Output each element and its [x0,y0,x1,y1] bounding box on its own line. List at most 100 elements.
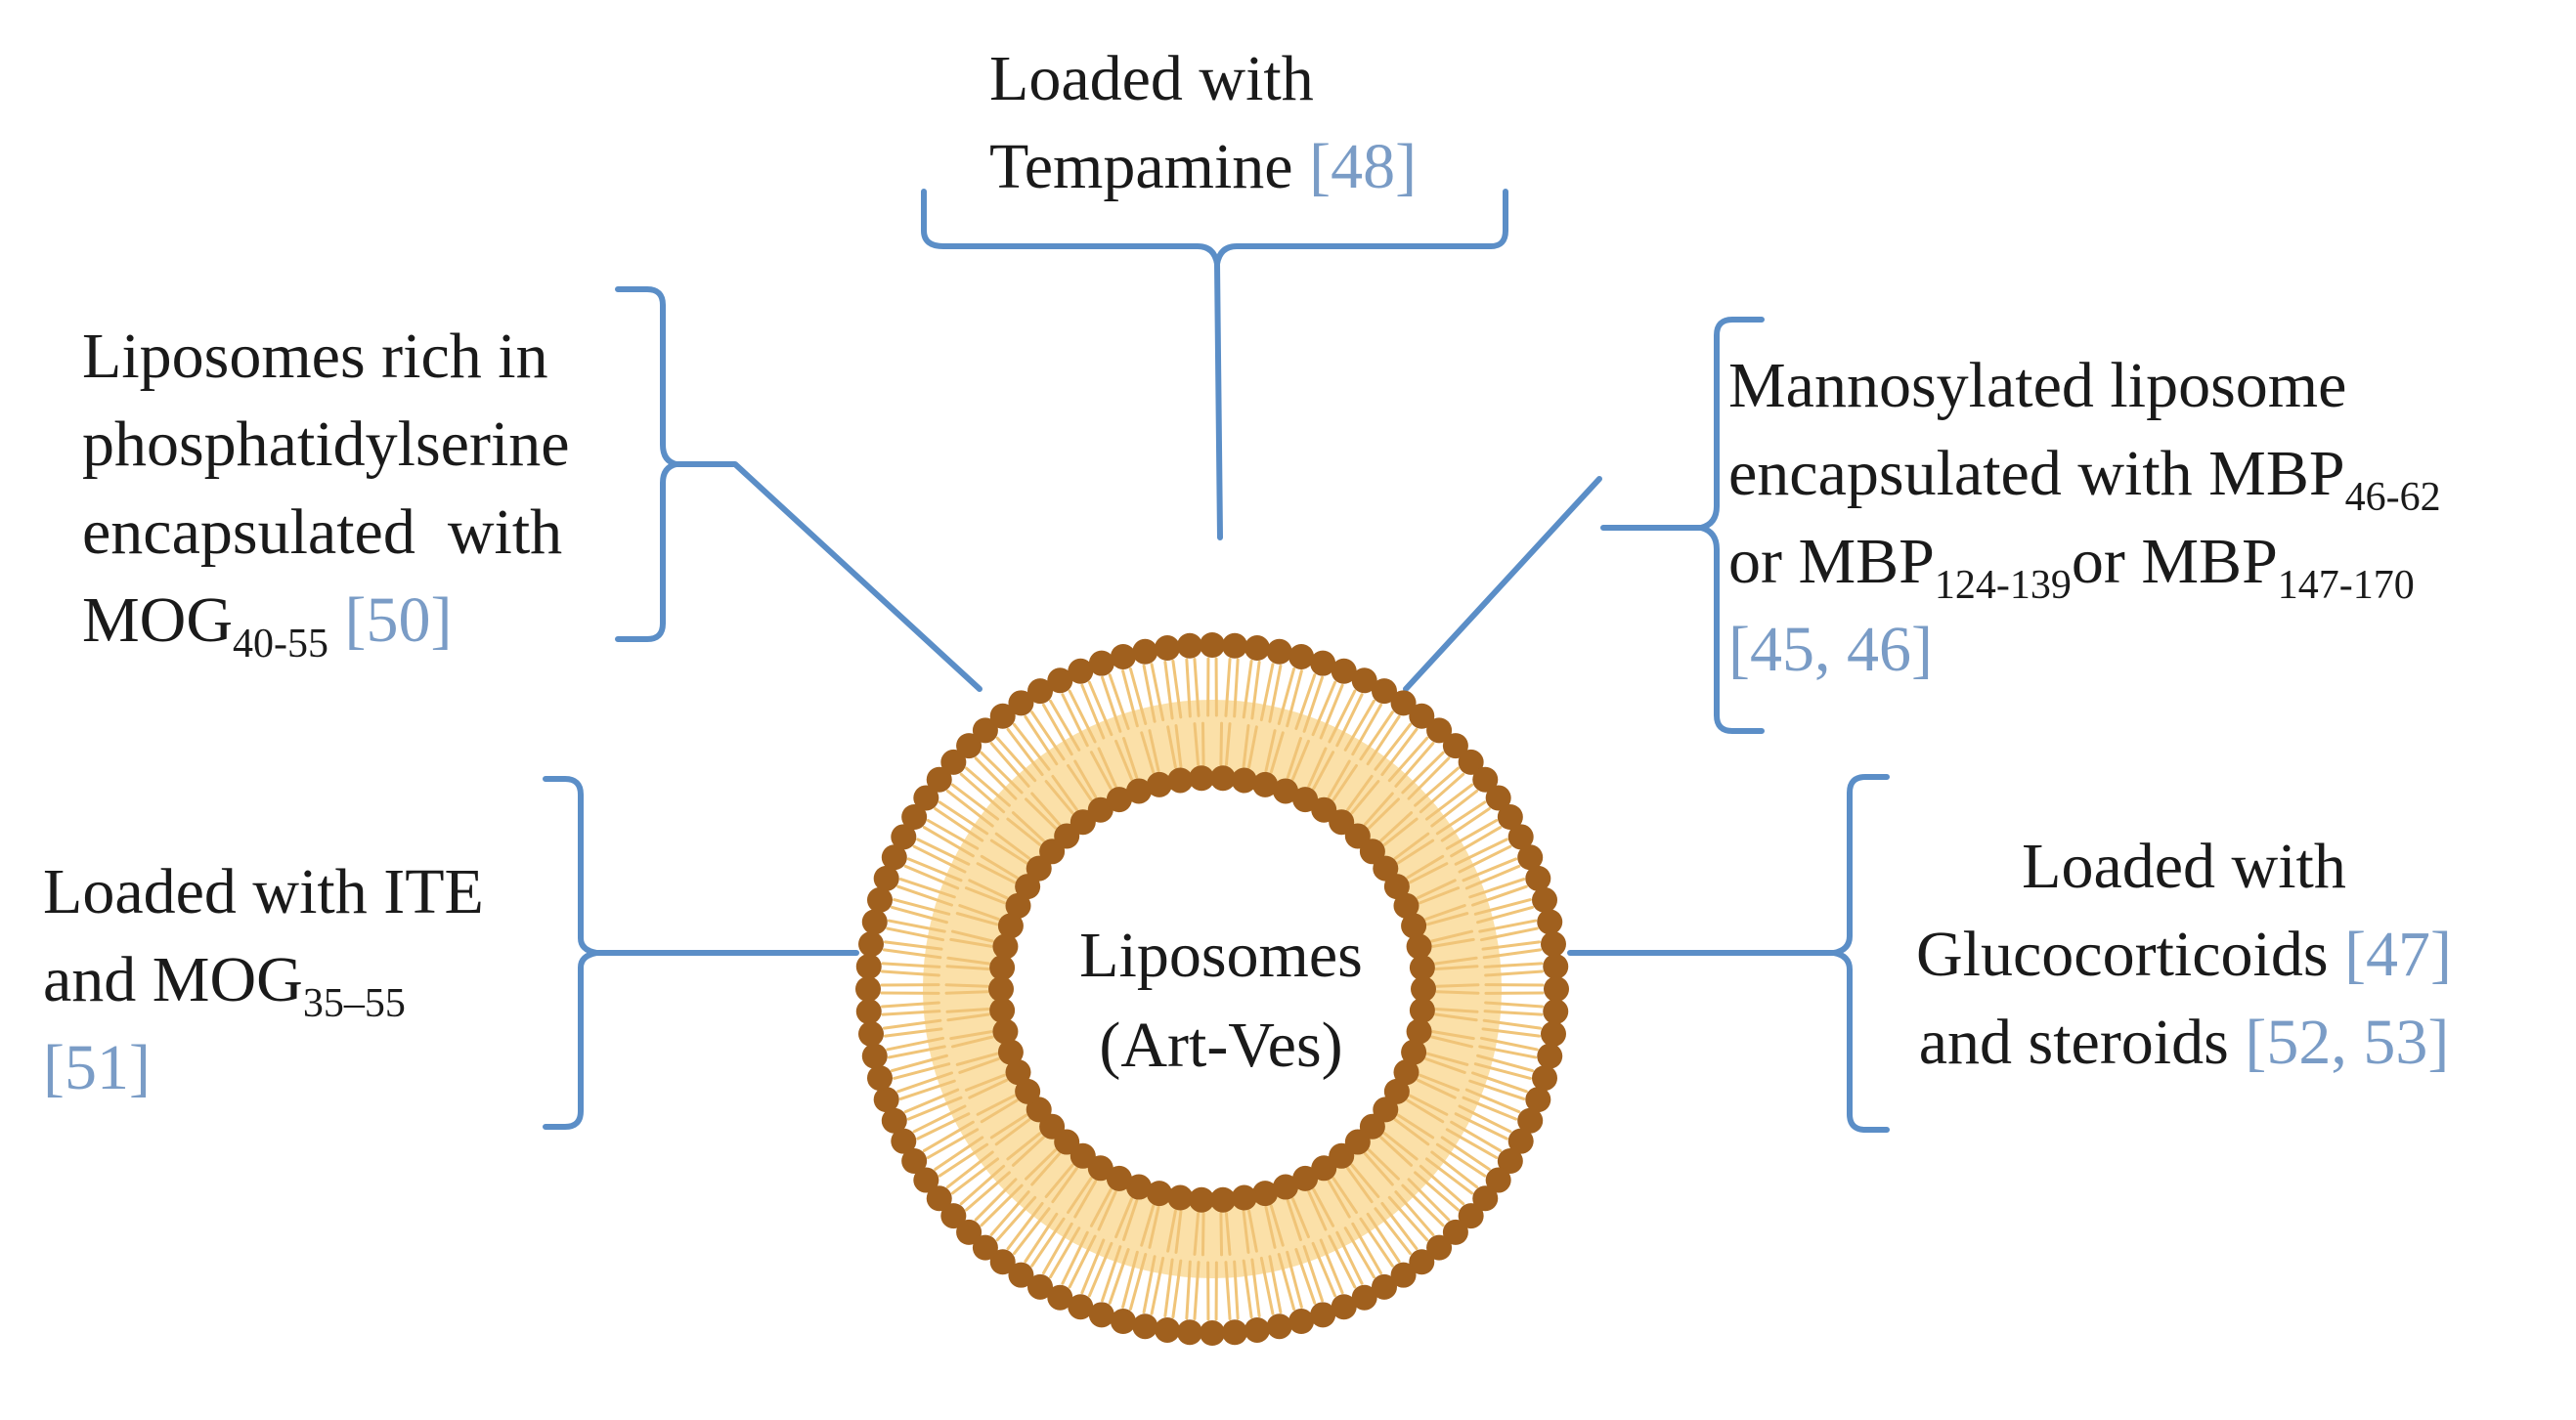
lipid-tail [946,992,987,993]
head-group-inner [1147,772,1172,797]
label-top-text: Tempamine [989,131,1293,202]
label-bottom-left: Loaded with ITE and MOG35–55 [51] [43,848,484,1112]
head-group-outer [1267,639,1292,665]
label-bottom-left-line1: Loaded with ITE [43,848,484,936]
lipid-tail [1202,723,1203,764]
mbp-text-2: or MBP [1728,526,1935,597]
head-group-outer [856,999,882,1024]
label-top-left-line1: Liposomes rich in [82,313,570,401]
mbp-subscript-1: 46-62 [2345,475,2441,520]
head-group-outer [1532,1065,1557,1091]
head-group-outer [1537,909,1562,934]
head-group-outer [874,1087,899,1112]
head-group-outer [1544,976,1569,1002]
top-left-bracket [618,289,677,639]
label-top: Loaded with Tempamine [48] [989,35,1417,211]
head-group-outer [1155,1317,1180,1343]
reference-45-46[interactable]: 45, 46 [1750,614,1911,685]
head-group-outer [867,1065,893,1091]
lipid-tail [1437,992,1478,993]
mbp-subscript-2: 124-139 [1935,563,2072,608]
mog-text-2: and MOG [43,944,303,1015]
head-group-outer [1155,635,1180,661]
reference-52-53[interactable]: 52, 53 [2266,1007,2427,1078]
head-group-outer [1132,639,1157,665]
bottom-left-bracket [546,779,596,1127]
head-group-outer [1177,1319,1202,1345]
lipid-tail [1221,1214,1222,1255]
label-top-right-line3: or MBP124-139or MBP147-170 [1728,518,2441,606]
head-group-outer [1244,635,1270,661]
label-bottom-left-line3: [51] [43,1024,484,1112]
label-top-left-line3: encapsulated with [82,489,570,577]
head-group-outer [1200,632,1225,658]
reference-47[interactable]: 47 [2366,919,2430,990]
head-group-outer [1541,1021,1566,1047]
label-top-right: Mannosylated liposome encapsulated with … [1728,342,2441,694]
label-bottom-left-line2: and MOG35–55 [43,936,484,1024]
lipid-tail [1221,723,1222,764]
head-group-outer [1541,931,1566,957]
head-group-outer [1222,633,1247,659]
label-top-line1: Loaded with [989,35,1417,123]
mog-subscript-2: 35–55 [303,981,406,1026]
label-center: Liposomes (Art-Ves) [1021,911,1421,1091]
head-group-outer [1111,644,1136,669]
head-group-outer [856,954,882,979]
label-top-right-line1: Mannosylated liposome [1728,342,2441,430]
head-group-outer [858,1021,884,1047]
label-bottom-right-line2: Glucocorticoids [47] [1916,911,2452,999]
head-group-outer [1537,1044,1562,1069]
lipid-tail [946,985,987,986]
bottom-right-bracket [1834,777,1887,1130]
label-center-line2: (Art-Ves) [1021,1001,1421,1091]
top-connector-line [1217,264,1220,538]
mbp-subscript-3: 147-170 [2278,563,2415,608]
top-left-connector-line [677,464,980,689]
head-group-inner [1232,767,1257,793]
head-group-outer [1132,1313,1157,1339]
head-group-outer [1532,887,1557,913]
label-top-line2: Tempamine [48] [989,123,1417,211]
label-bottom-right: Loaded with Glucocorticoids [47] and ste… [1916,823,2452,1087]
label-top-left: Liposomes rich in phosphatidylserine enc… [82,313,570,665]
reference-51[interactable]: 51 [65,1032,129,1103]
head-group-outer [858,931,884,957]
head-group-outer [1244,1317,1270,1343]
label-bottom-right-line1: Loaded with [1916,823,2452,911]
steroids-text: and steroids [1919,1007,2229,1078]
lipid-tail [1202,1214,1203,1255]
head-group-outer [1543,999,1568,1024]
mog-text: MOG [82,584,233,656]
label-top-left-line2: phosphatidylserine [82,401,570,489]
head-group-outer [855,976,881,1002]
head-group-outer [1543,954,1568,979]
head-group-outer [862,909,888,934]
head-group-outer [867,887,893,913]
head-group-outer [1310,1302,1335,1327]
head-group-outer [1200,1320,1225,1346]
label-top-left-line4: MOG40-55 [50] [82,577,570,665]
label-bottom-right-line3: and steroids [52, 53] [1916,999,2452,1087]
head-group-inner [1167,1185,1193,1211]
head-group-outer [1177,633,1202,659]
lipid-tail [1437,985,1478,986]
head-group-outer [1111,1309,1136,1334]
head-group-inner [1252,1181,1278,1206]
glucocorticoids-text: Glucocorticoids [1916,919,2329,990]
head-group-outer [862,1044,888,1069]
label-top-right-line2: encapsulated with MBP46-62 [1728,430,2441,518]
head-group-outer [1288,1309,1314,1334]
label-center-line1: Liposomes [1021,911,1421,1001]
head-group-outer [1267,1313,1292,1339]
reference-50[interactable]: 50 [367,584,431,656]
head-group-outer [1288,644,1314,669]
mog-subscript: 40-55 [233,622,328,667]
reference-48[interactable]: 48 [1331,131,1395,202]
label-top-right-line4: [45, 46] [1728,606,2441,694]
head-group-outer [1525,866,1550,891]
head-group-outer [1089,651,1114,676]
mbp-text-3: or MBP [2072,526,2278,597]
